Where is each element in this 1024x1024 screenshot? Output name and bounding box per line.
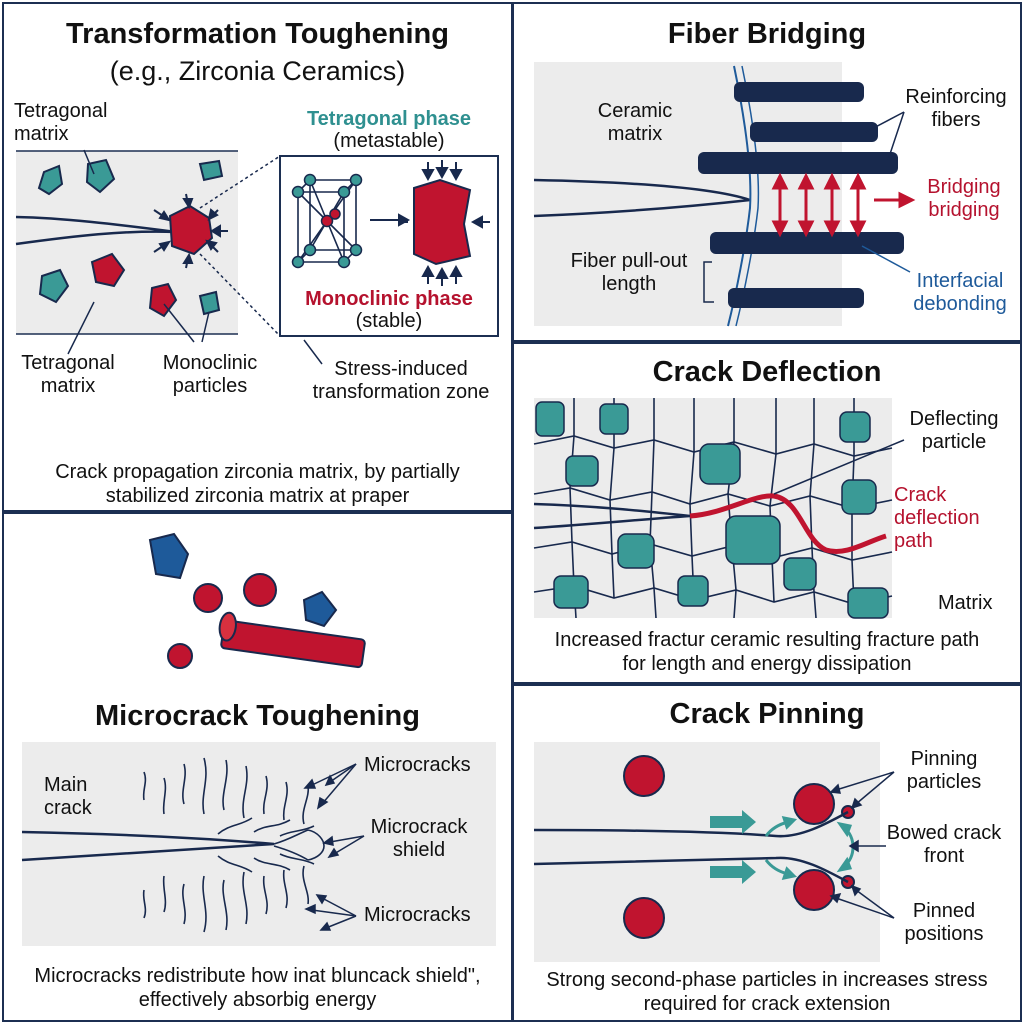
label-stable: (stable) xyxy=(355,310,423,332)
ceramic-matrix-area xyxy=(534,62,842,326)
pinning-leaders xyxy=(829,771,895,919)
microcrack-title: Microcrack Toughening xyxy=(95,700,420,732)
stress-arrows xyxy=(398,160,490,286)
label-microcracks-top: Microcracks xyxy=(364,754,471,776)
particle xyxy=(302,590,338,628)
crack-deflection-path-line xyxy=(689,493,887,554)
particle xyxy=(167,643,193,669)
pinning-diagram xyxy=(533,742,895,962)
label-fiber-pullout: Fiber pull-out length xyxy=(570,250,688,295)
pinning-title: Crack Pinning xyxy=(669,698,865,730)
microcrack-leaders xyxy=(303,763,365,931)
transformation-diagram xyxy=(15,149,499,365)
fiber xyxy=(710,232,904,254)
deflection-diagram xyxy=(533,398,905,619)
tetragonal-particle xyxy=(37,164,64,196)
fiber xyxy=(728,288,864,308)
tetragonal-particle xyxy=(198,290,221,316)
fiber-bridging-panel: Fiber Bridging Ceramic matrix Reinforcin… xyxy=(512,2,1022,342)
label-reinforcing-fibers: Reinforcing fibers xyxy=(905,86,1007,131)
fiber xyxy=(734,82,864,102)
transformation-toughening-panel: Transformation Toughening (e.g., Zirconi… xyxy=(2,2,513,512)
bowed-crack-front xyxy=(533,856,849,884)
fiber-title: Fiber Bridging xyxy=(667,18,867,50)
label-tetragonal-matrix-bottom: Tetragonal matrix xyxy=(21,352,115,397)
crack-deflection-panel: Crack Deflection xyxy=(512,342,1022,684)
tetragonal-particle xyxy=(85,158,116,194)
microcrack-caption: Microcracks redistribute how inat blunca… xyxy=(34,965,481,1011)
transformation-subtitle: (e.g., Zirconia Ceramics) xyxy=(109,56,406,86)
matrix-area xyxy=(534,742,880,962)
transformation-title: Transformation Toughening xyxy=(66,18,449,50)
label-tetragonal-matrix-top: Tetragonal matrix xyxy=(14,100,108,145)
fiber xyxy=(698,152,898,174)
monoclinic-phase-shape xyxy=(413,178,472,266)
particle xyxy=(193,583,223,613)
particle xyxy=(623,897,665,939)
monoclinic-particle xyxy=(148,282,178,318)
label-pinning-particles: Pinning particles xyxy=(906,748,982,793)
label-interfacial-debonding: Interfacial debonding xyxy=(913,270,1007,315)
label-bowed-crack-front: Bowed crack front xyxy=(886,822,1002,867)
deflecting-particles xyxy=(535,401,889,619)
microcrack-toughening-panel: Microcrack Toughening Main crack Microcr… xyxy=(2,512,513,1022)
label-microcracks-bottom: Microcracks xyxy=(364,904,471,926)
label-metastable: (metastable) xyxy=(333,130,445,152)
label-bridging: Bridging bridging xyxy=(927,176,1001,221)
pinning-particle xyxy=(793,783,835,825)
label-crack-deflection-path: Crack deflection path xyxy=(894,484,980,552)
bowed-crack-front xyxy=(533,810,849,838)
deflecting-particle xyxy=(725,515,781,565)
lattice-atoms xyxy=(291,173,363,269)
label-microcrack-shield: Microcrack shield xyxy=(370,816,468,861)
tetragonal-particle xyxy=(198,159,224,182)
fiber xyxy=(750,122,878,142)
label-main-crack: Main crack xyxy=(44,774,92,819)
pinning-caption: Strong second-phase particles in increas… xyxy=(546,969,988,1015)
label-transformation-zone: Stress-induced transformation zone xyxy=(312,358,490,403)
deflection-title: Crack Deflection xyxy=(652,356,882,388)
label-matrix: Matrix xyxy=(938,592,993,614)
particle xyxy=(243,573,277,607)
label-deflecting-particle: Deflecting particle xyxy=(909,408,999,453)
deflection-caption: Increased fractur ceramic resulting frac… xyxy=(554,629,980,675)
stress-arrows xyxy=(710,810,756,884)
particle xyxy=(623,755,665,797)
crack-pinning-panel: Crack Pinning Pinning particles xyxy=(512,684,1022,1022)
label-tetragonal-phase: Tetragonal phase xyxy=(306,108,472,130)
label-monoclinic-phase: Monoclinic phase xyxy=(305,288,473,310)
label-pinned-positions: Pinned positions xyxy=(904,900,984,945)
bridging-arrows xyxy=(771,172,916,238)
monoclinic-particle xyxy=(90,252,126,288)
fiber-diagram xyxy=(533,62,916,327)
tetragonal-particle xyxy=(38,268,70,304)
microcrack-field xyxy=(142,757,325,933)
rod-particle xyxy=(218,611,366,669)
pinning-particle xyxy=(793,869,835,911)
compression-arrows xyxy=(153,193,228,269)
microcrack-diagram xyxy=(21,532,496,946)
label-monoclinic-particles: Monoclinic particles xyxy=(162,352,258,397)
transformation-caption: Crack propagation zirconia matrix, by pa… xyxy=(55,461,460,507)
particle xyxy=(148,532,190,580)
label-ceramic-matrix: Ceramic matrix xyxy=(597,100,673,145)
